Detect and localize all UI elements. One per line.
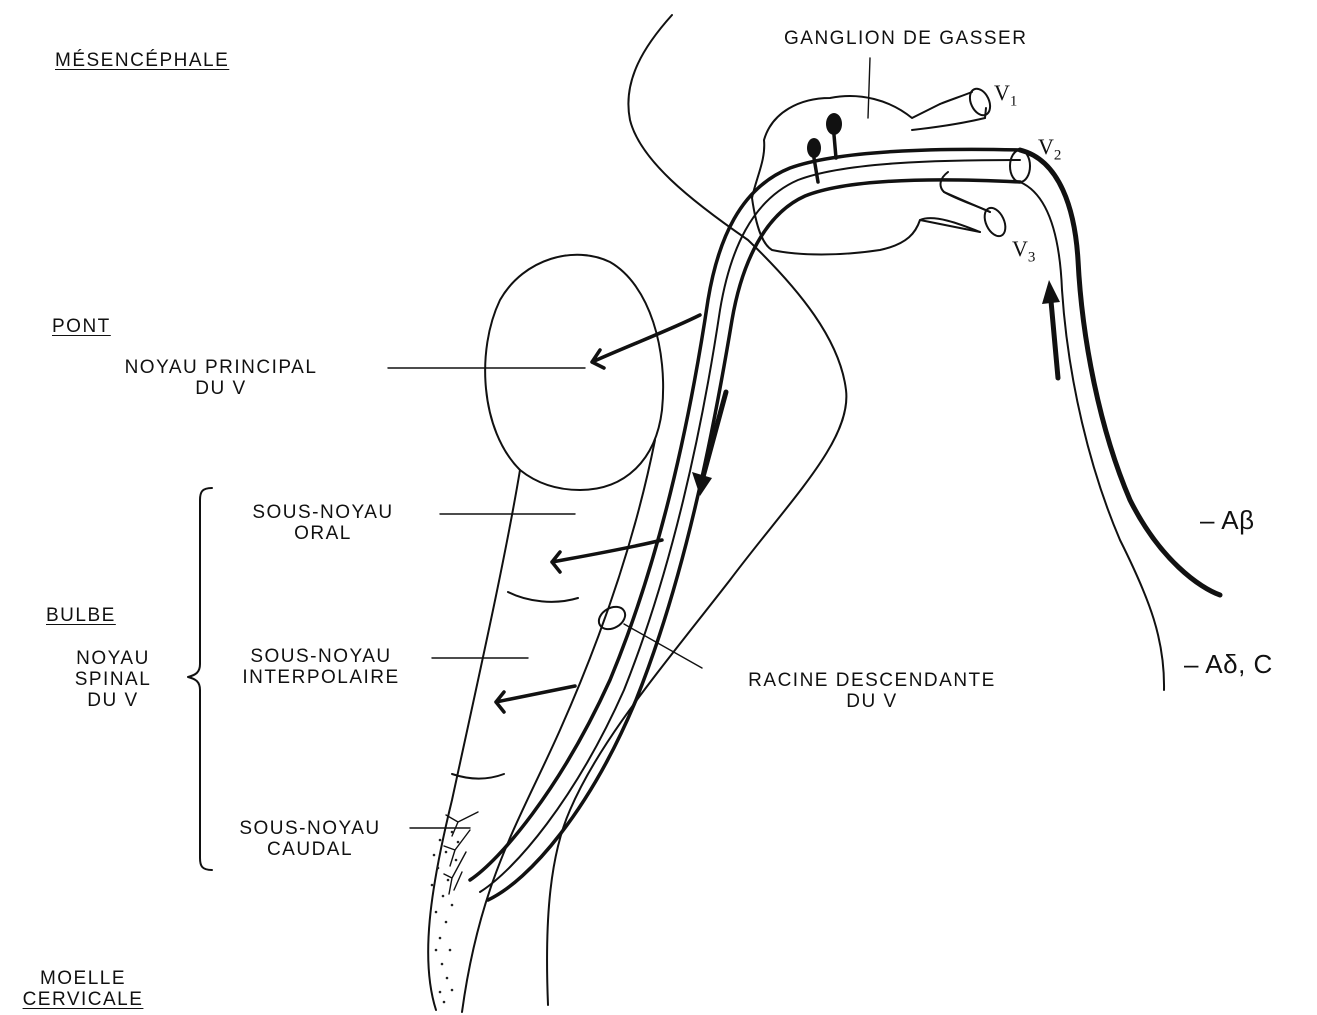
label-sous-noyau-interpolaire-line2: INTERPOLAIRE <box>216 667 426 688</box>
label-v2: V2 <box>1038 136 1061 166</box>
label-sous-noyau-oral-line2: ORAL <box>222 523 424 544</box>
label-sous-noyau-oral: SOUS-NOYAU ORAL <box>222 502 424 544</box>
label-noyau-spinal-line3: DU V <box>54 690 172 711</box>
label-noyau-spinal-line1: NOYAU <box>54 648 172 669</box>
label-v3: V3 <box>1012 238 1035 268</box>
label-v2-sub: 2 <box>1054 147 1062 163</box>
caudal-terminal-arbor <box>444 812 478 894</box>
label-v1-letter: V <box>994 80 1010 105</box>
collateral-principal <box>592 315 700 368</box>
label-v3-letter: V <box>1012 236 1028 261</box>
collateral-interpolar <box>496 686 575 712</box>
region-mesencephale: MÉSENCÉPHALE <box>55 50 229 71</box>
label-a-delta-c: – Aδ, C <box>1184 654 1273 675</box>
label-v1-sub: 1 <box>1010 93 1018 109</box>
label-noyau-principal: NOYAU PRINCIPAL DU V <box>84 357 358 399</box>
spinal-nucleus-column <box>428 470 520 1010</box>
label-noyau-spinal: NOYAU SPINAL DU V <box>54 648 172 711</box>
collateral-oral <box>552 540 662 572</box>
a-delta-c-fiber <box>1020 182 1164 690</box>
label-v1: V1 <box>994 82 1017 112</box>
caudal-stippling <box>431 831 460 1004</box>
label-a-beta: – Aβ <box>1200 510 1255 531</box>
region-moelle-line1: MOELLE <box>8 968 158 989</box>
label-racine-line2: DU V <box>706 691 1038 712</box>
label-noyau-spinal-line2: SPINAL <box>54 669 172 690</box>
descending-root-lower <box>488 180 1020 900</box>
label-noyau-principal-line1: NOYAU PRINCIPAL <box>84 357 358 378</box>
oral-interpolar-divider <box>508 592 578 602</box>
label-noyau-principal-line2: DU V <box>84 378 358 399</box>
interpolar-caudal-divider <box>452 774 504 779</box>
principal-nucleus-shape <box>485 255 663 490</box>
label-sous-noyau-caudal: SOUS-NOYAU CAUDAL <box>210 818 410 860</box>
label-sous-noyau-interpolaire-line1: SOUS-NOYAU <box>216 646 426 667</box>
region-moelle-line2: CERVICALE <box>8 989 158 1010</box>
label-v3-sub: 3 <box>1028 249 1036 265</box>
leader-ganglion <box>868 58 870 118</box>
descending-root-inner <box>480 160 1020 892</box>
region-bulbe: BULBE <box>46 605 116 626</box>
gasserian-ganglion-shape <box>752 96 990 254</box>
label-sous-noyau-oral-line1: SOUS-NOYAU <box>222 502 424 523</box>
label-racine-descendante: RACINE DESCENDANTE DU V <box>706 670 1038 712</box>
label-v2-letter: V <box>1038 134 1054 159</box>
upward-arrow <box>1042 280 1060 378</box>
label-sous-noyau-caudal-line2: CAUDAL <box>210 839 410 860</box>
spinal-nucleus-brace <box>188 488 212 870</box>
label-sous-noyau-interpolaire: SOUS-NOYAU INTERPOLAIRE <box>216 646 426 688</box>
region-moelle-cervicale: MOELLE CERVICALE <box>8 968 158 1010</box>
label-ganglion: GANGLION DE GASSER <box>784 28 1027 49</box>
label-racine-line1: RACINE DESCENDANTE <box>706 670 1038 691</box>
label-sous-noyau-caudal-line1: SOUS-NOYAU <box>210 818 410 839</box>
region-pont: PONT <box>52 316 111 337</box>
v1-branch-end <box>966 86 994 119</box>
